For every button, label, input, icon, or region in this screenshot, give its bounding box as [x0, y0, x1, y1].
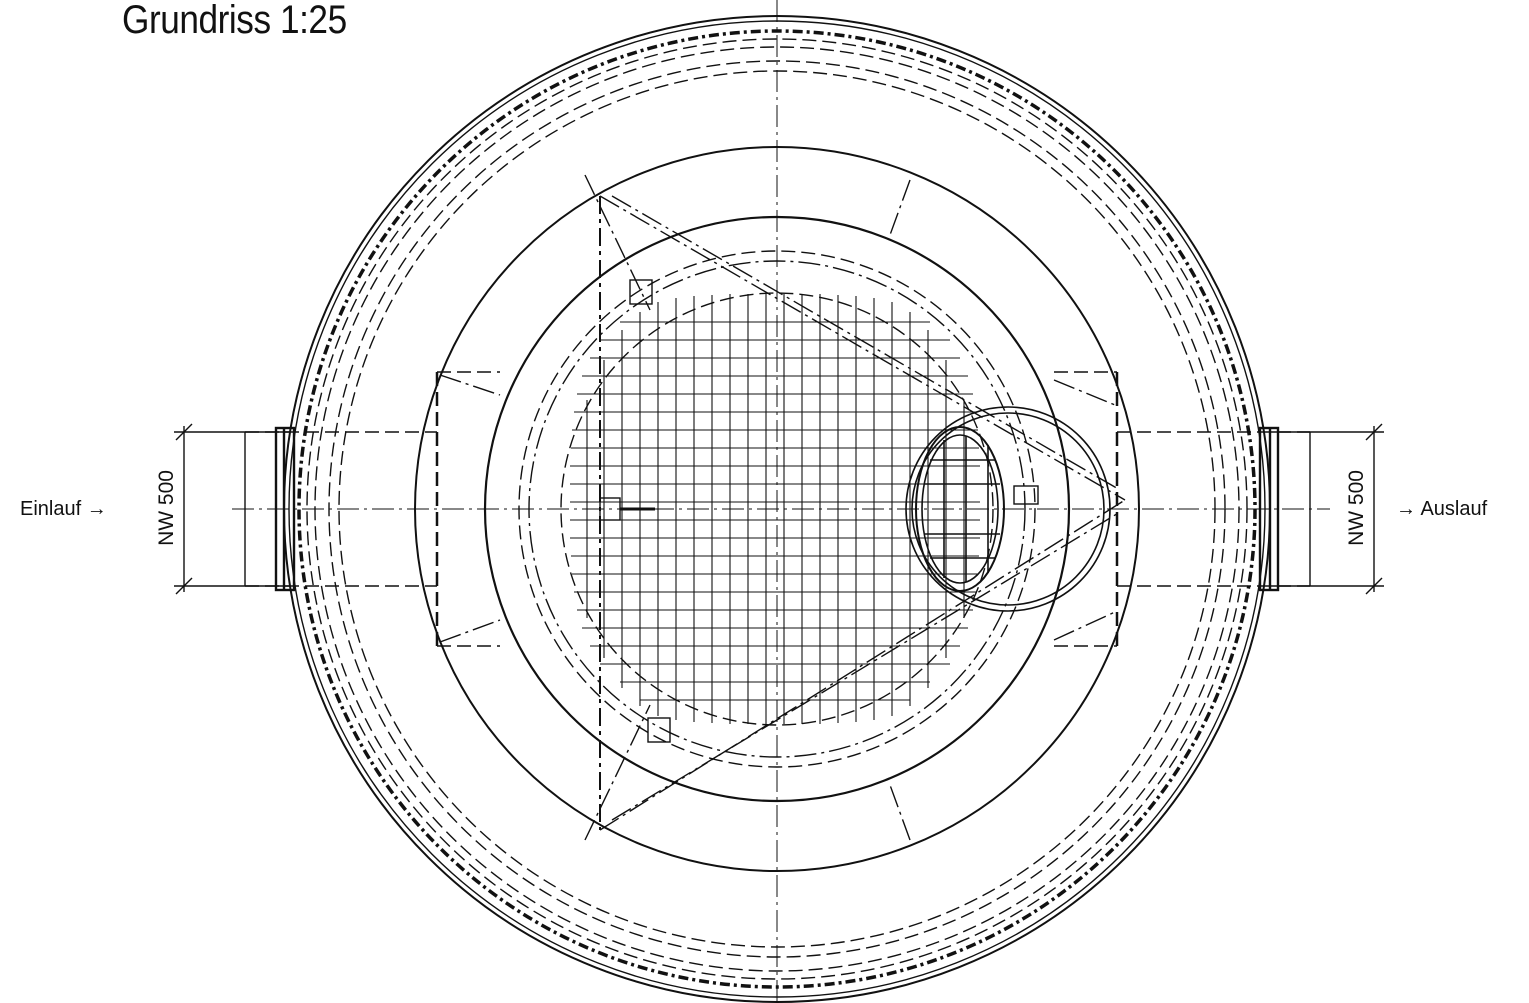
drawing-title: Grundriss 1:25 [122, 0, 347, 42]
cone-rings [414, 146, 1140, 872]
fixings [599, 279, 1039, 743]
outlet-dimension-label: NW 500 [1344, 470, 1368, 546]
access-manhole [905, 406, 1111, 612]
outer-ring-6 [328, 60, 1226, 958]
grating-grid [570, 294, 980, 724]
outer-ring-3 [297, 29, 1257, 989]
cone-ring-dashed-1 [518, 250, 1036, 768]
diagonal-braces [439, 174, 1126, 841]
cone-ring-inner [483, 215, 1071, 803]
cone-ring-outer [414, 146, 1140, 872]
dimension-lines [174, 423, 1384, 595]
outer-ring-4 [306, 38, 1248, 980]
cone-ring-dashed-2 [528, 260, 1026, 758]
outlet-label: → Auslauf [1396, 498, 1488, 520]
outer-ring-5 [314, 46, 1240, 972]
outer-ring-2 [288, 20, 1266, 998]
cone-ring-dashed-3 [560, 292, 994, 726]
inlet-label: Einlauf → [20, 498, 107, 520]
frame-sides [435, 196, 1119, 830]
outer-ring-7 [338, 70, 1216, 948]
inlet-dimension-label: NW 500 [154, 470, 178, 546]
